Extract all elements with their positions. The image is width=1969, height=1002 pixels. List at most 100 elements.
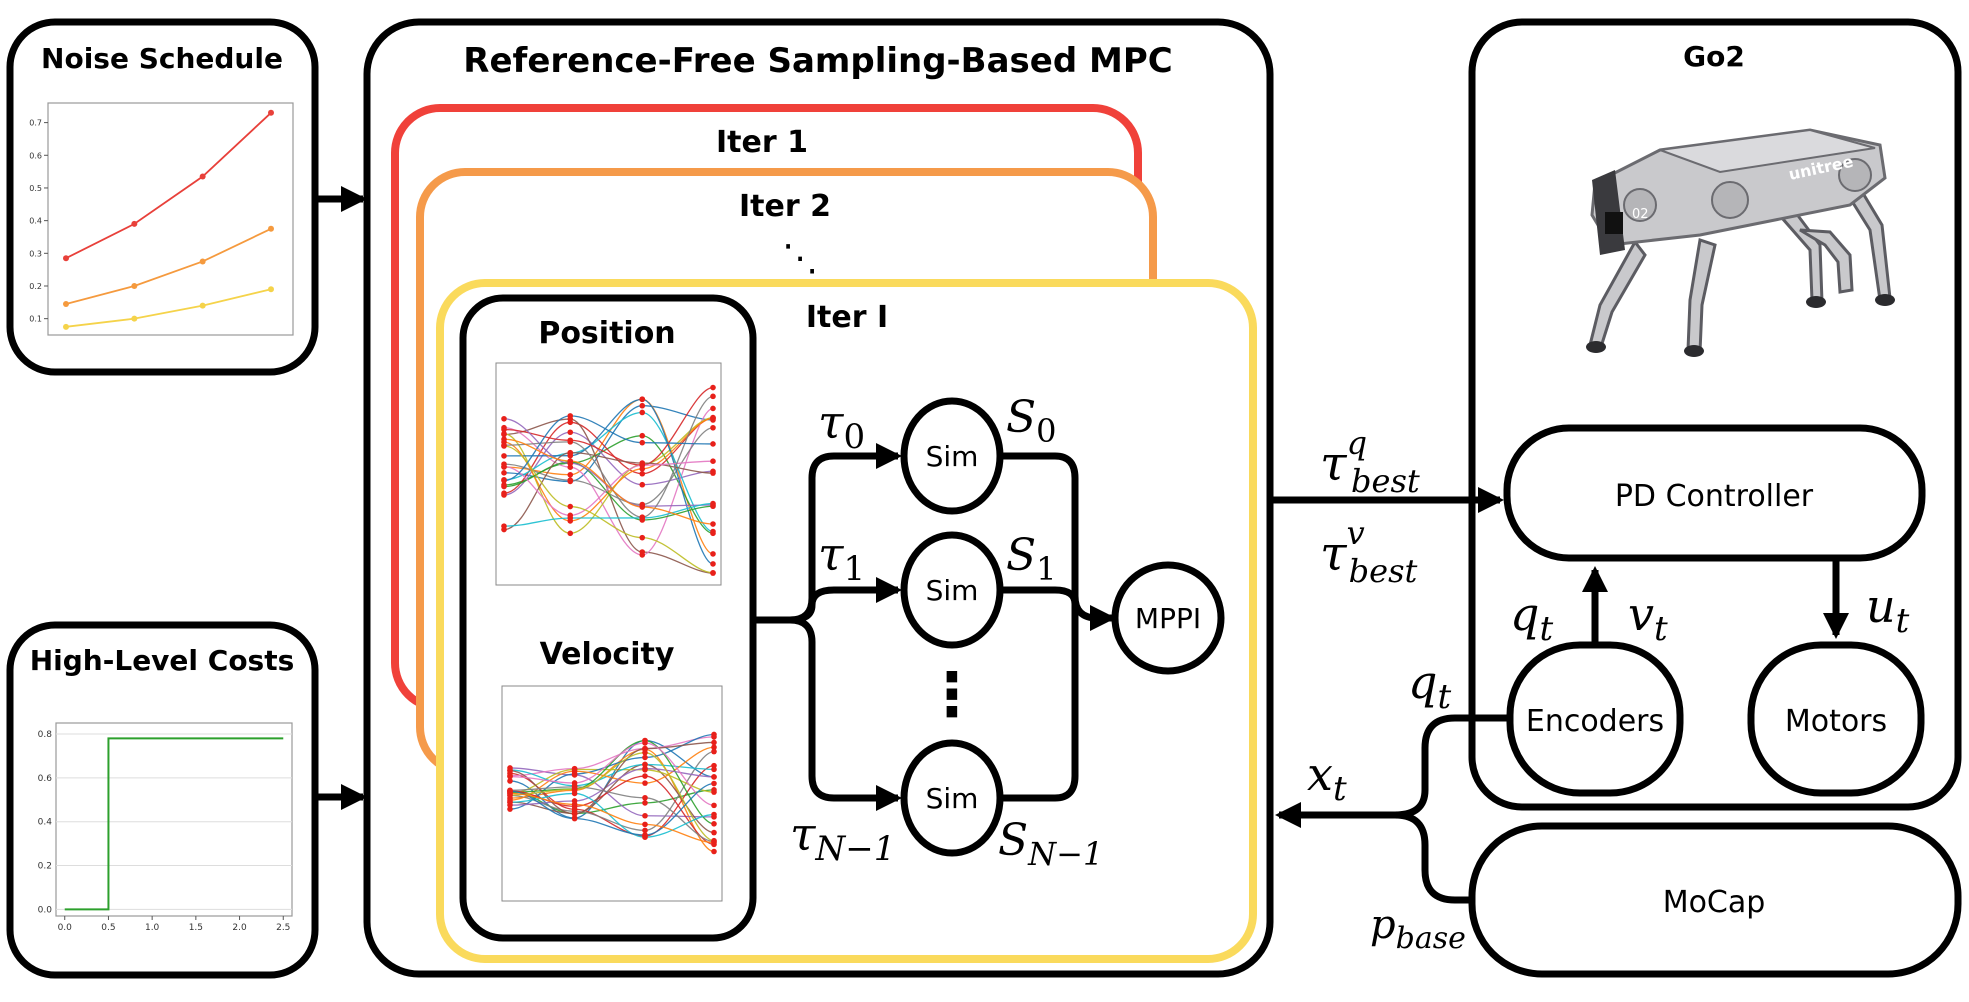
tau-n-label: τN−1 [790,807,895,869]
noise-schedule-title: Noise Schedule [41,42,283,75]
position-knot [567,439,574,445]
velocity-curve [509,736,715,777]
noise-series-point [131,315,138,322]
noise-schedule-chart: 0.70.60.50.40.30.20.1 [29,102,294,336]
position-knot [710,521,716,527]
velocity-knot [642,740,648,746]
position-knot [501,470,507,476]
position-curve [503,415,714,482]
position-knot [567,515,574,521]
velocity-knot [711,802,717,809]
noise-series-point [268,109,274,116]
position-knot [710,500,716,507]
noise-series-point [131,220,138,227]
sim-label: Sim [926,440,979,473]
costs-y-tick-label: 0.8 [38,730,53,740]
position-knot [639,402,646,409]
noise-series-line [65,227,272,305]
position-knot [710,405,716,412]
position-knot [567,458,574,464]
go2-qt-label: qt [1510,587,1553,649]
costs-x-tick-label: 1.5 [189,923,203,933]
velocity-curve [509,763,715,787]
costs-series-line [64,737,284,911]
pd-controller-box: PD Controller [1503,424,1926,562]
velocity-knot [571,786,578,793]
velocity-knot [571,811,578,817]
velocity-knot [642,765,648,772]
noise-y-tick-label: 0.4 [29,217,42,226]
velocity-knot [711,829,717,836]
velocity-knot [642,812,648,819]
go2-robot-image: unitree 02 [1586,128,1895,357]
sample-fanout [756,443,1116,811]
position-knot [639,515,646,521]
position-knot [710,458,716,465]
position-curve [503,417,714,494]
go2-block: Go2 unitree 02 [1468,18,1962,811]
position-knot [567,429,574,436]
signal-xt-label: xt [1307,747,1347,809]
mppi-label: MPPI [1135,602,1201,635]
velocity-knot [642,773,648,779]
position-knot [501,463,507,470]
position-knot [639,552,646,558]
position-knot [501,477,507,484]
position-knot [567,477,574,483]
velocity-curve [509,746,715,801]
sim-label: Sim [926,574,979,607]
velocity-knot [642,761,648,768]
position-curve [503,431,714,496]
position-curve [503,438,714,525]
costs-x-tick-label: 2.0 [232,923,247,933]
sim-label: Sim [926,782,979,815]
mocap-feedback-line [1394,811,1472,904]
velocity-knot [711,789,717,795]
noise-y-tick-label: 0.2 [29,282,42,291]
velocity-knot [711,766,717,773]
velocity-knot [711,744,717,751]
go2-ut-label: ut [1866,579,1910,641]
noise-series-point [199,258,206,265]
costs-plot-frame [55,722,293,917]
position-knot [567,449,574,456]
velocity-knot [571,815,578,822]
position-knot [567,471,574,478]
go2-vt-label: vt [1628,587,1668,649]
velocity-knot [711,780,717,787]
position-curve [503,427,714,506]
iter-ellipsis: ⋱ [782,238,818,279]
velocity-knot [507,806,513,812]
velocity-knot [507,799,513,806]
iter-1-label: Iter 1 [716,125,808,160]
position-knot [501,436,507,443]
signal-pbase-label: pbase [1370,902,1466,956]
mocap-label: MoCap [1663,885,1766,920]
encoders-label: Encoders [1526,704,1664,739]
motors-box: Motors [1747,641,1925,797]
costs-y-tick-label: 0.4 [38,818,53,828]
velocity-knot [711,839,717,846]
position-knot [501,492,507,498]
velocity-knot [711,821,717,827]
position-knot [567,530,574,537]
position-knot [710,424,716,431]
position-knot [639,470,646,477]
position-curve [503,395,714,518]
noise-y-tick-label: 0.6 [29,151,42,160]
position-knot [639,439,646,446]
position-knot [639,462,646,469]
noise-series-point [199,302,206,309]
position-knot [501,483,507,490]
position-knot [567,413,574,419]
position-knot [639,481,646,488]
position-knot [501,453,507,459]
high-level-costs-title: High-Level Costs [30,644,295,677]
noise-series-point [63,255,69,262]
velocity-knot [642,780,648,786]
position-knot [501,523,507,529]
noise-series-point [131,282,138,289]
position-curve [503,405,714,483]
